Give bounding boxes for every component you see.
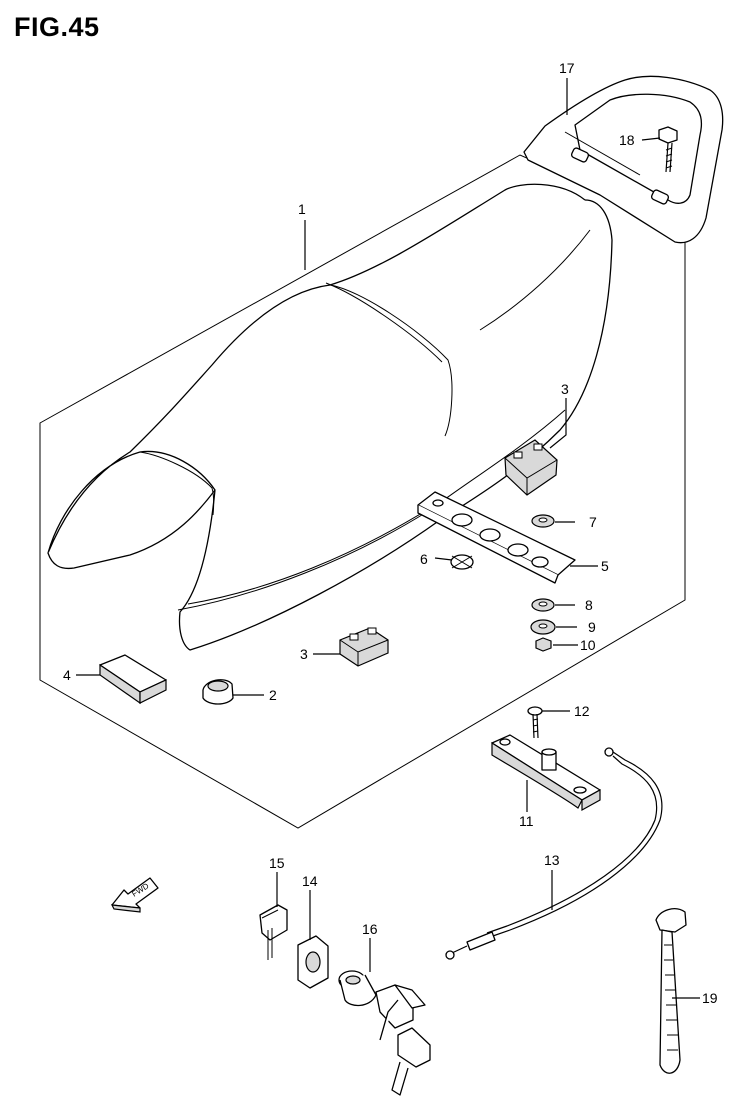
callout-labels: 1 2 3 3 4 5 6 7 8 9 10 11 12 13 14 15 16… — [63, 60, 718, 1006]
callout-10: 10 — [580, 637, 596, 653]
cushion-3-lower[interactable] — [339, 627, 389, 667]
bolt-18[interactable] — [658, 126, 678, 173]
callout-16: 16 — [362, 921, 378, 937]
grab-rail[interactable] — [523, 75, 724, 244]
nut-10[interactable] — [535, 637, 552, 652]
callout-8: 8 — [585, 597, 593, 613]
callout-15: 15 — [269, 855, 285, 871]
bracket-plate[interactable] — [417, 491, 576, 584]
bracket-14[interactable] — [297, 935, 329, 989]
washer-9[interactable] — [530, 619, 556, 635]
figure-title: FIG.45 — [14, 12, 100, 42]
callout-5: 5 — [601, 558, 609, 574]
callout-9: 9 — [588, 619, 596, 635]
callout-3-upper: 3 — [561, 381, 569, 397]
seat[interactable] — [47, 183, 613, 651]
leader-lines — [76, 78, 700, 999]
callout-6: 6 — [420, 551, 428, 567]
cap-2[interactable] — [202, 679, 234, 705]
cushion-3-upper[interactable] — [504, 439, 558, 496]
callout-3-lower: 3 — [300, 646, 308, 662]
callout-14: 14 — [302, 873, 318, 889]
fwd-arrow-icon: FWD — [110, 877, 159, 913]
washer-7[interactable] — [531, 514, 555, 528]
seat-lock-11[interactable] — [491, 734, 601, 812]
callout-18: 18 — [619, 132, 635, 148]
callout-13: 13 — [544, 852, 560, 868]
clip-15[interactable] — [259, 904, 288, 960]
cable-13[interactable] — [445, 747, 663, 960]
lock-cylinder-16[interactable] — [338, 970, 431, 1096]
cable-tie-19[interactable] — [655, 908, 687, 1074]
pad-4[interactable] — [99, 654, 167, 705]
callout-12: 12 — [574, 703, 590, 719]
screw-12[interactable] — [527, 706, 543, 739]
assembly-boundary — [39, 154, 686, 829]
callout-2: 2 — [269, 687, 277, 703]
grommet-6[interactable] — [450, 554, 474, 570]
callout-11: 11 — [519, 813, 534, 829]
callout-19: 19 — [702, 990, 718, 1006]
callout-4: 4 — [63, 667, 71, 683]
callout-1: 1 — [298, 201, 306, 217]
callout-17: 17 — [559, 60, 575, 76]
washer-8[interactable] — [531, 598, 555, 612]
callout-7: 7 — [589, 514, 597, 530]
